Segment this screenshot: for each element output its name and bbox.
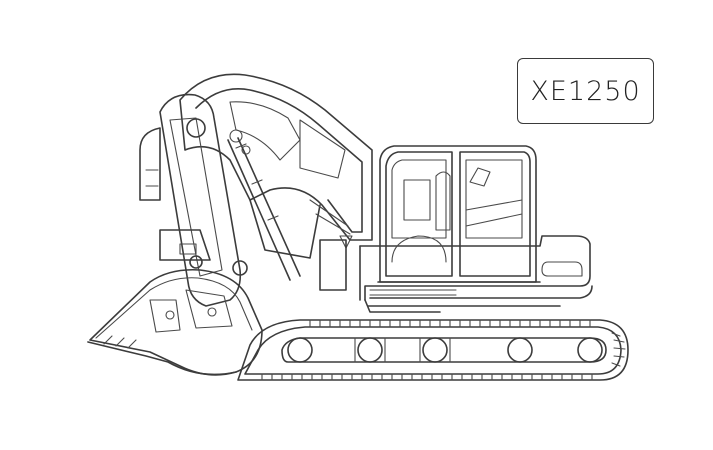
boom-arm [179, 73, 373, 291]
upper-body [359, 235, 593, 313]
bucket [87, 268, 263, 376]
model-name-label: XE1250 [530, 75, 641, 107]
stick-and-cylinder [139, 93, 301, 307]
crawler-track [237, 319, 629, 381]
model-badge: XE1250 [517, 58, 654, 124]
operator-cab [377, 145, 541, 283]
